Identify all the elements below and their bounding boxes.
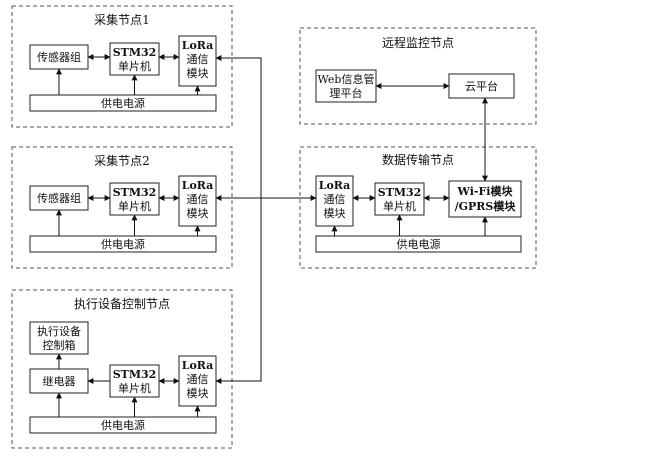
node2-sensor-box bbox=[29, 185, 89, 211]
remote-cloud-label: 云平台 bbox=[465, 79, 498, 93]
actuator-mcu-label-1: STM32 bbox=[113, 368, 157, 381]
actuator-relay-box bbox=[29, 368, 89, 394]
remote-frame bbox=[299, 27, 537, 125]
remote-web-label-2: 理平台 bbox=[330, 86, 363, 100]
remote-web-box bbox=[315, 69, 377, 103]
actuator-relay-label: 继电器 bbox=[43, 375, 76, 388]
transfer-lora-label-1: LoRa bbox=[319, 179, 351, 192]
node1-lora-label-2: 通信 bbox=[187, 53, 209, 66]
node1-sensor-label: 传感器组 bbox=[37, 50, 81, 64]
node1-mcu-label-2: 单片机 bbox=[118, 59, 151, 73]
transfer-wifi-label-2: /GPRS模块 bbox=[455, 199, 517, 213]
remote-cloud-box bbox=[448, 73, 515, 99]
transfer-mcu-label-1: STM32 bbox=[378, 186, 422, 199]
transfer-mcu-label-2: 单片机 bbox=[383, 199, 416, 213]
node1-power-label: 供电电源 bbox=[101, 96, 145, 110]
transfer-frame bbox=[299, 146, 537, 269]
node1-frame bbox=[11, 5, 233, 128]
node2-lora-label-3: 模块 bbox=[187, 207, 209, 220]
actuator-power-label: 供电电源 bbox=[101, 418, 145, 432]
node1-mcu-box bbox=[109, 42, 160, 76]
node2-sensor-label: 传感器组 bbox=[37, 191, 81, 205]
node1-title: 采集节点1 bbox=[94, 12, 150, 27]
actuator-control-box bbox=[29, 321, 89, 355]
transfer-lora-label-3: 模块 bbox=[324, 207, 346, 220]
node2-frame bbox=[11, 146, 233, 269]
node2-mcu-label-2: 单片机 bbox=[118, 199, 151, 213]
node2-power-label: 供电电源 bbox=[101, 237, 145, 251]
actuator-lora-label-3: 模块 bbox=[187, 387, 209, 400]
remote-title: 远程监控节点 bbox=[382, 35, 454, 50]
transfer-lora-box bbox=[315, 175, 354, 227]
node1-lora-label-3: 模块 bbox=[187, 67, 209, 80]
actuator-title: 执行设备控制节点 bbox=[74, 297, 170, 311]
transfer-power-label: 供电电源 bbox=[397, 237, 441, 251]
actuator-lora-label-1: LoRa bbox=[182, 359, 214, 372]
node1-sensor-box bbox=[29, 44, 89, 70]
transfer-title: 数据传输节点 bbox=[382, 152, 454, 167]
actuator-mcu-label-2: 单片机 bbox=[118, 381, 151, 395]
node2-lora-box bbox=[178, 175, 217, 227]
remote-web-label-1: Web信息管 bbox=[318, 72, 375, 86]
actuator-lora-label-2: 通信 bbox=[187, 373, 209, 386]
transfer-lora-label-2: 通信 bbox=[324, 193, 346, 206]
node2-power-box bbox=[29, 235, 217, 253]
actuator-lora-box bbox=[178, 355, 217, 407]
actuator-control-label-2: 控制箱 bbox=[43, 338, 76, 352]
node1-mcu-label-1: STM32 bbox=[113, 46, 157, 59]
node2-title: 采集节点2 bbox=[94, 153, 150, 168]
node2-lora-label-2: 通信 bbox=[187, 193, 209, 206]
node2-lora-label-1: LoRa bbox=[182, 179, 214, 192]
transfer-wifi-label-1: Wi-Fi模块 bbox=[457, 184, 514, 198]
transfer-power-box bbox=[315, 235, 522, 253]
actuator-power-box bbox=[29, 416, 217, 434]
actuator-control-label-1: 执行设备 bbox=[37, 324, 81, 338]
lora-bus-node1 bbox=[215, 55, 262, 198]
node2-mcu-label-1: STM32 bbox=[113, 186, 157, 199]
node1-lora-label-1: LoRa bbox=[182, 39, 214, 52]
node1-power-box bbox=[29, 94, 217, 112]
lora-bus-actuator bbox=[215, 198, 262, 384]
